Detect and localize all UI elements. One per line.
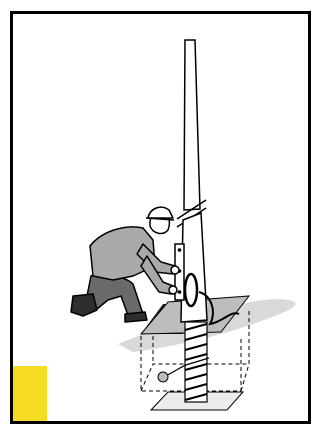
figure-frame	[10, 11, 311, 424]
corner-tab	[13, 366, 47, 421]
ground-rod-clamp-icon	[158, 372, 168, 382]
hard-hat-icon	[148, 207, 173, 218]
pole-upper	[184, 40, 200, 210]
pole-installation-illustration	[13, 14, 308, 421]
worker-boot	[71, 294, 97, 316]
handhole-door	[185, 274, 197, 306]
